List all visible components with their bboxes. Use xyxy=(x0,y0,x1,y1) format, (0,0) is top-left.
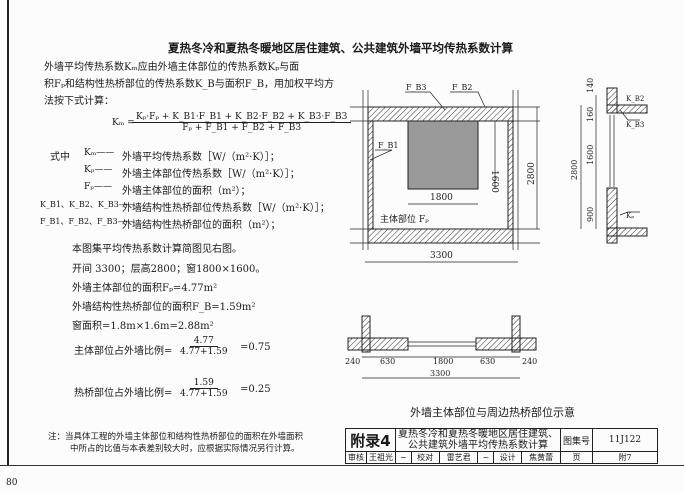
plan-dim: 240 xyxy=(522,357,537,366)
label-main-part: 主体部位 Fₚ xyxy=(380,213,429,225)
atlas-number: 11J122 xyxy=(592,428,659,452)
label-fb1: F_B1 xyxy=(378,141,399,150)
plan-total: 3300 xyxy=(430,369,450,378)
drawing-name: 夏热冬冷和夏热冬暖地区居住建筑、公共建筑外墙平均传热系数计算 xyxy=(395,428,561,452)
atlas-label: 图集号 xyxy=(559,428,594,452)
dim-bay-width: 3300 xyxy=(430,251,453,261)
page-title: 夏热冬冷和夏热冬暖地区居住建筑、公共建筑外墙平均传热系数计算 xyxy=(168,41,513,55)
calc-line: 外墙主体部位的面积Fₚ=4.77m² xyxy=(72,283,218,294)
plan-drawing xyxy=(347,315,537,379)
elevation-drawing xyxy=(350,90,540,263)
ratio-result: =0.75 xyxy=(240,342,271,353)
formula-fraction: Kₚ·Fₚ + K_B1·F_B1 + K_B2·F_B2 + K_B3·F_B… xyxy=(132,112,352,133)
calc-line: 本图集平均传热系数计算简图见右图。 xyxy=(72,244,242,255)
designer: 焦黄蕾 xyxy=(521,451,561,464)
ratio-label: 热桥部位占外墙比例= xyxy=(74,388,173,399)
page-id: 附7 xyxy=(592,451,659,464)
dim-160: 160 xyxy=(586,107,595,122)
window-area xyxy=(407,120,479,190)
def-symbol: K_B1、K_B2、K_B3—— xyxy=(40,200,135,209)
drawing-name-line: 公共建筑外墙平均传热系数计算 xyxy=(408,440,548,451)
figure-caption: 外墙主体部位与周边热桥部位示意 xyxy=(410,406,575,419)
check-label: 校对 xyxy=(410,451,440,464)
note-line: 注：当具体工程的外墙主体部位和结构性热桥部位的面积在外墙面积 xyxy=(48,432,304,442)
dim-1600: 1600 xyxy=(586,145,595,165)
calc-line: 开间 3300；层高2800；窗1800×1600。 xyxy=(72,264,266,275)
intro-line: 法按下式计算： xyxy=(44,96,114,107)
def-symbol: F_B1、F_B2、F_B3—— xyxy=(40,217,134,226)
def-symbol: Fₚ—— xyxy=(84,182,112,192)
note-line: 中所占的比值与本表差别较大时，应根据实际情况另行计算。 xyxy=(70,444,300,454)
review-label: 审核 xyxy=(345,451,367,464)
page-number: 80 xyxy=(6,478,18,488)
design-label: 设计 xyxy=(493,451,523,464)
formula-numerator: Kₚ·Fₚ + K_B1·F_B1 + K_B2·F_B2 + K_B3·F_B… xyxy=(132,112,352,123)
appendix-label: 附录4 xyxy=(345,428,396,452)
ratio-denominator: 4.77+1.59 xyxy=(180,389,228,399)
ratio-numerator: 4.77 xyxy=(189,336,218,347)
binding-line xyxy=(7,0,9,465)
ratio-result: =0.25 xyxy=(240,384,271,395)
dim-900: 900 xyxy=(586,207,595,222)
where-label: 式中 xyxy=(50,152,70,163)
checker-signature: ~ xyxy=(477,451,495,464)
bottom-rule xyxy=(0,465,684,466)
plan-dim: 240 xyxy=(345,357,360,366)
formula-denominator: Fₚ + F_B1 + F_B2 + F_B3 xyxy=(182,123,302,133)
reviewer: 王祖光 xyxy=(366,451,396,464)
def-desc: 外墙结构性热桥部位传热系数［W/（m²·K）］； xyxy=(122,203,330,214)
dim-140: 140 xyxy=(586,78,595,93)
intro-line: 外墙平均传热系数Kₘ应由外墙主体部位的传热系数Kₚ与面 xyxy=(44,62,300,73)
reviewer-signature: ~ xyxy=(395,451,412,464)
label-fb3: F_B3 xyxy=(406,83,427,92)
dim-2800: 2800 xyxy=(570,160,579,180)
title-block: 附录4 夏热冬冷和夏热冬暖地区居住建筑、公共建筑外墙平均传热系数计算 图集号 1… xyxy=(345,428,659,464)
label-fb2: F_B2 xyxy=(452,83,473,92)
intro-line: 积Fₚ和结构性热桥部位的传热系数K_B与面积F_B，用加权平均方 xyxy=(44,79,335,90)
dim-storey-height: 2800 xyxy=(527,162,537,185)
plan-dim: 1800 xyxy=(433,357,453,366)
ratio-numerator: 1.59 xyxy=(189,378,218,389)
dim-window-width: 1800 xyxy=(430,193,453,203)
ratio-denominator: 4.77+1.59 xyxy=(180,347,228,357)
label-kb2: K_B2 xyxy=(626,95,644,103)
def-desc: 外墙主体部位的面积（m²）； xyxy=(122,186,251,197)
label-kp: Kₚ xyxy=(626,212,634,220)
checker: 雷艺君 xyxy=(438,451,479,464)
plan-dim: 630 xyxy=(480,357,495,366)
def-desc: 外墙平均传热系数［W/（m²·K）］； xyxy=(122,152,280,163)
ratio-fraction: 1.59 4.77+1.59 xyxy=(180,378,228,399)
def-symbol: Kₚ—— xyxy=(84,165,113,175)
drawing-name-line: 夏热冬冷和夏热冬暖地区居住建筑、 xyxy=(398,429,558,440)
dim-window-height: 1600 xyxy=(489,170,499,193)
ratio-fraction: 4.77 4.77+1.59 xyxy=(180,336,228,357)
def-symbol: Kₘ—— xyxy=(84,148,115,158)
page-label: 页 xyxy=(559,451,594,464)
def-desc: 外墙结构性热桥部位的面积（m²）； xyxy=(122,220,281,231)
calc-line: 窗面积=1.8m×1.6m=2.88m² xyxy=(72,321,214,332)
formula-lhs: Kₘ = xyxy=(112,118,135,128)
plan-dim: 630 xyxy=(380,357,395,366)
calc-line: 外墙结构性热桥部位的面积F_B=1.59m² xyxy=(72,302,256,313)
def-desc: 外墙主体部位传热系数［W/（m²·K）］； xyxy=(122,169,300,180)
ratio-label: 主体部位占外墙比例= xyxy=(74,346,173,357)
section-drawing xyxy=(580,87,648,244)
label-kb3: K_B3 xyxy=(626,121,644,129)
